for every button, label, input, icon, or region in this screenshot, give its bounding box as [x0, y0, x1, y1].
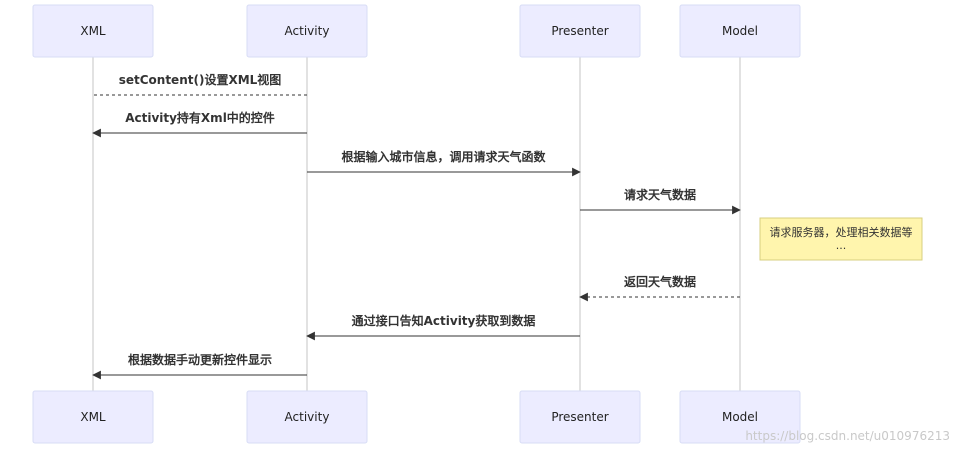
actor-label: Presenter — [551, 410, 608, 424]
actor-label: Activity — [285, 410, 330, 424]
actor-model-top: Model — [679, 4, 801, 58]
actor-label: Presenter — [551, 24, 608, 38]
actor-box — [32, 4, 154, 58]
message-4: 请求天气数据 — [580, 187, 741, 215]
note-box — [759, 217, 923, 261]
actor-activity-top: Activity — [246, 4, 368, 58]
actor-box — [519, 390, 641, 444]
actor-box — [246, 4, 368, 58]
actor-label: Model — [722, 410, 758, 424]
message-7: 根据数据手动更新控件显示 — [92, 352, 307, 380]
message-3: 根据输入城市信息，调用请求天气函数 — [307, 149, 581, 177]
message-label: 通过接口告知Activity获取到数据 — [352, 313, 536, 328]
actor-box — [519, 4, 641, 58]
actor-presenter-bottom: Presenter — [519, 390, 641, 444]
message-label: setContent()设置XML视图 — [119, 72, 282, 87]
actor-label: XML — [80, 410, 106, 424]
actor-box — [32, 390, 154, 444]
actor-xml-top: XML — [32, 4, 154, 58]
actor-label: Model — [722, 24, 758, 38]
message-label: 请求天气数据 — [624, 187, 696, 202]
note-text-line: ... — [836, 239, 847, 252]
message-label: 根据输入城市信息，调用请求天气函数 — [341, 149, 546, 164]
note: 请求服务器，处理相关数据等... — [759, 217, 923, 261]
message-label: 根据数据手动更新控件显示 — [128, 352, 272, 367]
note-text-line: 请求服务器，处理相关数据等 — [770, 225, 913, 239]
actor-label: XML — [80, 24, 106, 38]
actor-box — [246, 390, 368, 444]
actor-activity-bottom: Activity — [246, 390, 368, 444]
message-label: Activity持有Xml中的控件 — [125, 110, 275, 125]
actor-box — [679, 390, 801, 444]
actor-presenter-top: Presenter — [519, 4, 641, 58]
actor-xml-bottom: XML — [32, 390, 154, 444]
message-1: setContent()设置XML视图 — [93, 72, 307, 96]
actor-model-bottom: Model — [679, 390, 801, 444]
actor-box — [679, 4, 801, 58]
message-6: 通过接口告知Activity获取到数据 — [306, 313, 580, 341]
actor-label: Activity — [285, 24, 330, 38]
message-2: Activity持有Xml中的控件 — [92, 110, 307, 138]
message-label: 返回天气数据 — [624, 274, 696, 289]
message-5: 返回天气数据 — [579, 274, 740, 302]
watermark: https://blog.csdn.net/u010976213 — [745, 429, 950, 443]
